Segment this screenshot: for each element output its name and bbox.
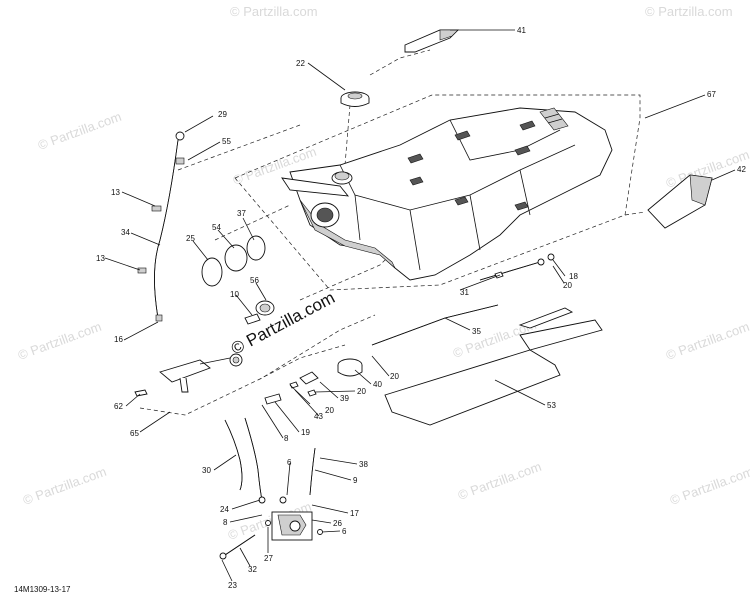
- regulator-26: [265, 511, 323, 541]
- callout-16: 16: [114, 335, 123, 344]
- vent-hose: [137, 131, 185, 322]
- watermark: © Partzilla.com: [456, 459, 543, 503]
- callout-37: 37: [237, 209, 246, 218]
- callout-8: 8: [284, 434, 289, 443]
- callout-35: 35: [472, 327, 481, 336]
- callout-27: 27: [264, 554, 273, 563]
- callout-10: 10: [230, 290, 239, 299]
- watermark: © Partzilla.com: [664, 319, 750, 363]
- callout-8: 8: [223, 518, 228, 527]
- callout-13: 13: [111, 188, 120, 197]
- lower-hoses: [219, 417, 316, 560]
- callout-6: 6: [287, 458, 292, 467]
- callout-55: 55: [222, 137, 231, 146]
- callout-13: 13: [96, 254, 105, 263]
- callout-17: 17: [350, 509, 359, 518]
- leader-lines: [104, 29, 736, 582]
- callout-41: 41: [517, 26, 526, 35]
- watermark: © Partzilla.com: [230, 4, 318, 19]
- watermark: © Partzilla.com: [36, 109, 123, 153]
- watermarks: © Partzilla.com © Partzilla.com © Partzi…: [16, 4, 750, 543]
- callout-22: 22: [296, 59, 305, 68]
- fuel-tank: [281, 107, 613, 281]
- callout-38: 38: [359, 460, 368, 469]
- watermark: © Partzilla.com: [16, 319, 103, 363]
- callout-20: 20: [563, 281, 572, 290]
- watermark-center: © Partzilla.com: [228, 288, 338, 359]
- callout-29: 29: [218, 110, 227, 119]
- pads: [384, 307, 603, 426]
- callout-24: 24: [220, 505, 229, 514]
- callout-26: 26: [333, 519, 342, 528]
- filter-assembly: [264, 358, 363, 405]
- callout-39: 39: [340, 394, 349, 403]
- callout-54: 54: [212, 223, 221, 232]
- callout-40: 40: [373, 380, 382, 389]
- fuel-pump: [134, 353, 243, 397]
- callout-56: 56: [250, 276, 259, 285]
- callout-30: 30: [202, 466, 211, 475]
- callout-34: 34: [121, 228, 130, 237]
- fuel-cap: [340, 91, 370, 107]
- pump-seals: [201, 235, 275, 325]
- callout-18: 18: [569, 272, 578, 281]
- protector-42: [647, 174, 713, 229]
- watermark: © Partzilla.com: [668, 464, 750, 508]
- callout-62: 62: [114, 402, 123, 411]
- callout-23: 23: [228, 581, 237, 590]
- callout-31: 31: [460, 288, 469, 297]
- callout-25: 25: [186, 234, 195, 243]
- callout-labels: 41 22 67 29 55 42 13 34 37 54 25 13 18 5…: [96, 26, 746, 590]
- callout-19: 19: [301, 428, 310, 437]
- callout-6: 6: [342, 527, 347, 536]
- bracket-41: [404, 29, 460, 53]
- callout-20: 20: [325, 406, 334, 415]
- callout-42: 42: [737, 165, 746, 174]
- callout-20: 20: [390, 372, 399, 381]
- callout-9: 9: [353, 476, 358, 485]
- callout-67: 67: [707, 90, 716, 99]
- callout-53: 53: [547, 401, 556, 410]
- callout-20: 20: [357, 387, 366, 396]
- callout-43: 43: [314, 412, 323, 421]
- callout-65: 65: [130, 429, 139, 438]
- diagram-code: 14M1309-13-17: [14, 585, 71, 594]
- watermark: © Partzilla.com: [21, 464, 108, 508]
- callout-32: 32: [248, 565, 257, 574]
- watermark: © Partzilla.com: [645, 4, 733, 19]
